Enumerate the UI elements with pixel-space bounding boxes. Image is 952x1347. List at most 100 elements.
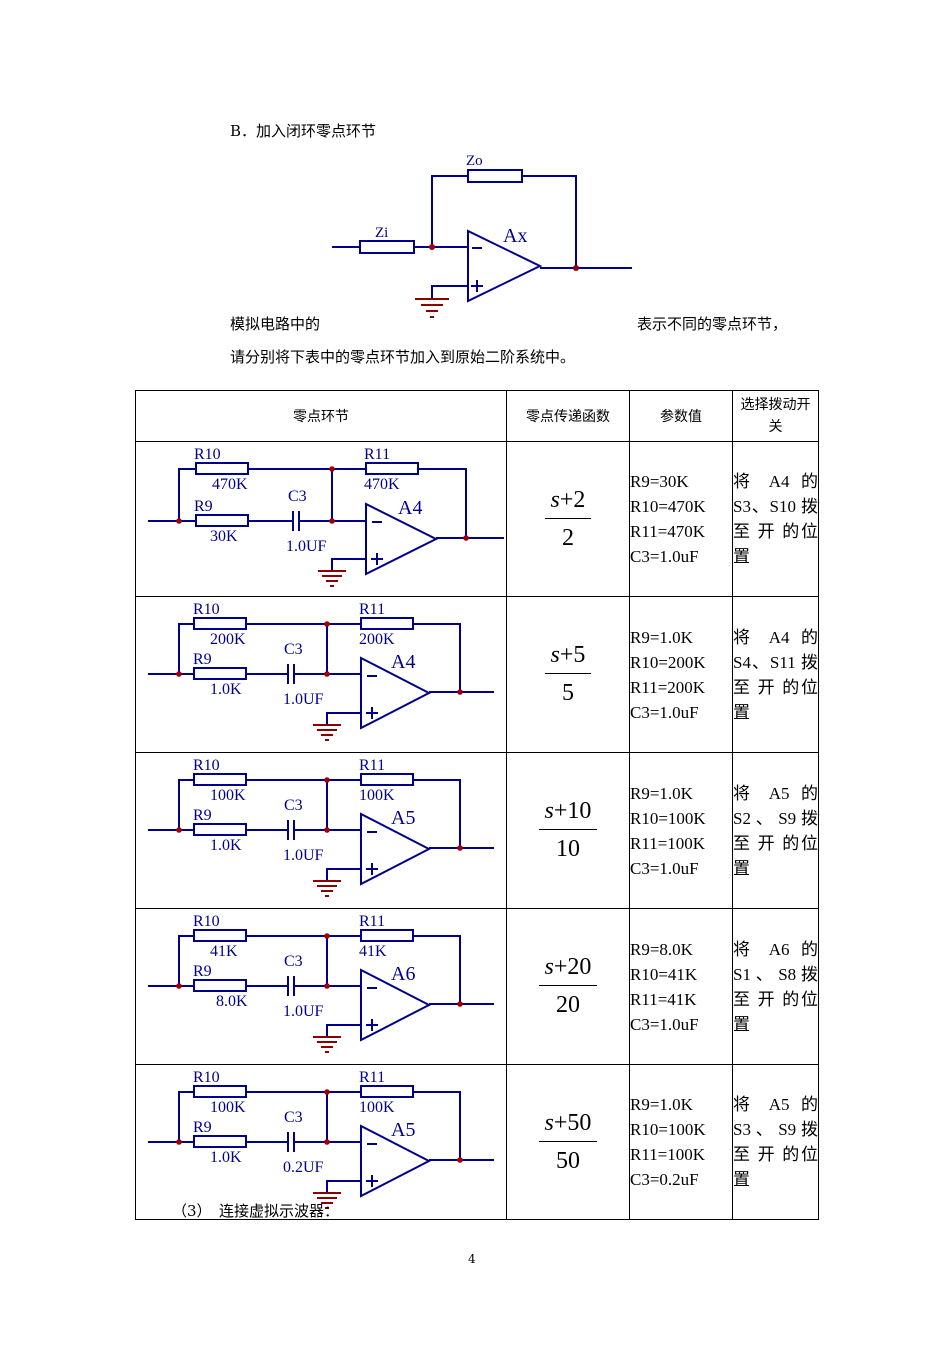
zero-circuit-diagram: R10 200K R11 200K R9 1.0K C3 1.0UF A4 xyxy=(148,601,494,741)
paragraph-line1-right: 表示不同的零点环节， xyxy=(637,315,788,333)
transfer-function: s+2 2 xyxy=(507,487,629,552)
r11-label: R11 xyxy=(359,913,385,930)
param-r10: R10=470K xyxy=(630,497,706,516)
param-r10: R10=100K xyxy=(630,1120,706,1139)
param-r9: R9=1.0K xyxy=(630,783,693,803)
amp-label: Ax xyxy=(503,225,527,247)
zero-circuit-diagram: R10 41K R11 41K R9 8.0K C3 1.0UF A6 xyxy=(148,913,494,1053)
tf-numerator-var: s xyxy=(550,642,560,668)
r11-value: 200K xyxy=(359,631,395,648)
param-r11: R11=100K xyxy=(630,1145,706,1164)
c3-label: C3 xyxy=(284,953,303,970)
page-number: 4 xyxy=(468,1252,476,1266)
param-r11: R11=470K xyxy=(630,522,706,541)
c3-value: 1.0UF xyxy=(283,847,324,864)
zi-label: Zi xyxy=(375,225,388,241)
paragraph-line2: 请分别将下表中的零点环节加入到原始二阶系统中。 xyxy=(230,348,576,366)
tf-numerator-rest: +50 xyxy=(553,1109,592,1136)
c3-label: C3 xyxy=(284,1109,303,1126)
switch-cell: 将 A4 的 S4、S11 拨 至 开 的位置 xyxy=(732,596,819,753)
r9-value: 8.0K xyxy=(216,993,248,1010)
zero-circuit-diagram: R10 100K R11 100K R9 1.0K C3 0.2UF A5 xyxy=(148,1069,494,1209)
r10-value: 100K xyxy=(210,1099,246,1116)
switch-cell: 将 A5 的 S3 、 S9 拨 至 开 的位置 xyxy=(732,1064,819,1220)
r10-label: R10 xyxy=(194,446,221,463)
tf-numerator-var: s xyxy=(544,954,554,980)
amp-label: A4 xyxy=(398,497,422,519)
r9-value: 1.0K xyxy=(210,681,242,698)
tf-numerator-rest: +2 xyxy=(559,486,586,513)
tf-denominator: 20 xyxy=(556,992,580,1018)
tf-denominator: 2 xyxy=(562,524,574,551)
param-r9: R9=1.0K xyxy=(630,1095,693,1114)
zero-circuit-diagram: R10 100K R11 100K R9 1.0K C3 1.0UF A5 xyxy=(148,757,494,897)
tf-numerator-var: s xyxy=(544,798,554,824)
c3-value: 1.0UF xyxy=(286,538,327,555)
r9-label: R9 xyxy=(194,498,213,515)
r9-label: R9 xyxy=(193,963,212,980)
params-cell: R9=1.0K R10=200K R11=200K C3=1.0uF xyxy=(629,596,733,753)
r10-value: 100K xyxy=(210,787,246,804)
zero-circuit-diagram: R10 470K R11 470K R9 30K C3 1.0UF A4 xyxy=(148,446,504,587)
top-circuit-diagram: Zo Zi Ax xyxy=(332,153,632,318)
transfer-function: s+5 5 xyxy=(507,642,629,707)
c3-label: C3 xyxy=(284,797,303,814)
c3-value: 0.2UF xyxy=(283,1159,324,1176)
param-r10: R10=100K xyxy=(630,808,706,828)
param-c3: C3=1.0uF xyxy=(630,858,699,878)
amp-label: A5 xyxy=(391,1119,415,1141)
r10-value: 200K xyxy=(210,631,246,648)
tf-numerator-var: s xyxy=(550,486,560,513)
section-title: B．加入闭环零点环节 xyxy=(230,122,377,140)
param-r9: R9=30K xyxy=(630,472,689,491)
c3-label: C3 xyxy=(284,641,303,658)
param-r10: R10=41K xyxy=(630,964,698,984)
transfer-function: s+50 50 xyxy=(507,1110,629,1175)
tf-denominator: 5 xyxy=(562,680,574,706)
params-cell: R9=1.0K R10=100K R11=100K C3=0.2uF xyxy=(629,1064,733,1220)
tf-denominator: 50 xyxy=(556,1147,580,1174)
c3-value: 1.0UF xyxy=(283,1003,324,1020)
table-row: R10 100K R11 100K R9 1.0K C3 1.0UF A5 s+… xyxy=(135,752,819,909)
header-circuit: 零点环节 xyxy=(135,390,507,442)
param-c3: C3=1.0uF xyxy=(630,702,699,722)
r9-label: R9 xyxy=(193,807,212,824)
params-cell: R9=8.0K R10=41K R11=41K C3=1.0uF xyxy=(629,908,733,1065)
param-r9: R9=1.0K xyxy=(630,627,693,647)
param-c3: C3=0.2uF xyxy=(630,1170,699,1189)
r11-value: 41K xyxy=(359,943,387,960)
r11-label: R11 xyxy=(359,757,385,774)
tf-denominator: 10 xyxy=(556,836,580,862)
table-row: R10 100K R11 100K R9 1.0K C3 0.2UF A5 s+… xyxy=(135,1064,819,1220)
r11-label: R11 xyxy=(364,446,390,463)
r9-value: 1.0K xyxy=(210,1149,242,1166)
table-row: R10 200K R11 200K R9 1.0K C3 1.0UF A4 s+… xyxy=(135,596,819,753)
header-params: 参数值 xyxy=(629,390,733,442)
r11-value: 100K xyxy=(359,1099,395,1116)
switch-cell: 将 A4 的 S3、S10 拨 至 开 的位置 xyxy=(732,441,819,597)
table-row: R10 470K R11 470K R9 30K C3 1.0UF A4 s+2… xyxy=(135,441,819,597)
header-switch: 选择拨动开关 xyxy=(732,390,819,442)
param-c3: C3=1.0uF xyxy=(630,1014,699,1034)
r9-value: 1.0K xyxy=(210,837,242,854)
r9-value: 30K xyxy=(210,528,238,545)
tf-numerator-rest: +5 xyxy=(559,642,586,668)
param-r10: R10=200K xyxy=(630,652,706,672)
r10-label: R10 xyxy=(193,913,220,930)
paragraph-line1-left: 模拟电路中的 xyxy=(230,315,321,333)
param-c3: C3=1.0uF xyxy=(630,547,699,566)
r9-label: R9 xyxy=(193,651,212,668)
amp-label: A4 xyxy=(391,651,415,673)
r11-label: R11 xyxy=(359,601,385,618)
table-row: R10 41K R11 41K R9 8.0K C3 1.0UF A6 s+20… xyxy=(135,908,819,1065)
r9-label: R9 xyxy=(193,1119,212,1136)
tf-numerator-rest: +20 xyxy=(553,954,592,980)
switch-cell: 将 A5 的 S2 、 S9 拨 至 开 的位置 xyxy=(732,752,819,909)
zero-element-table: 零点环节 零点传递函数 参数值 选择拨动开关 xyxy=(135,390,819,1220)
param-r11: R11=41K xyxy=(630,989,697,1009)
r11-label: R11 xyxy=(359,1069,385,1086)
c3-label: C3 xyxy=(288,488,307,505)
r10-label: R10 xyxy=(193,601,220,618)
switch-cell: 将 A6 的 S1 、 S8 拨 至 开 的位置 xyxy=(732,908,819,1065)
transfer-function: s+10 10 xyxy=(507,798,629,863)
